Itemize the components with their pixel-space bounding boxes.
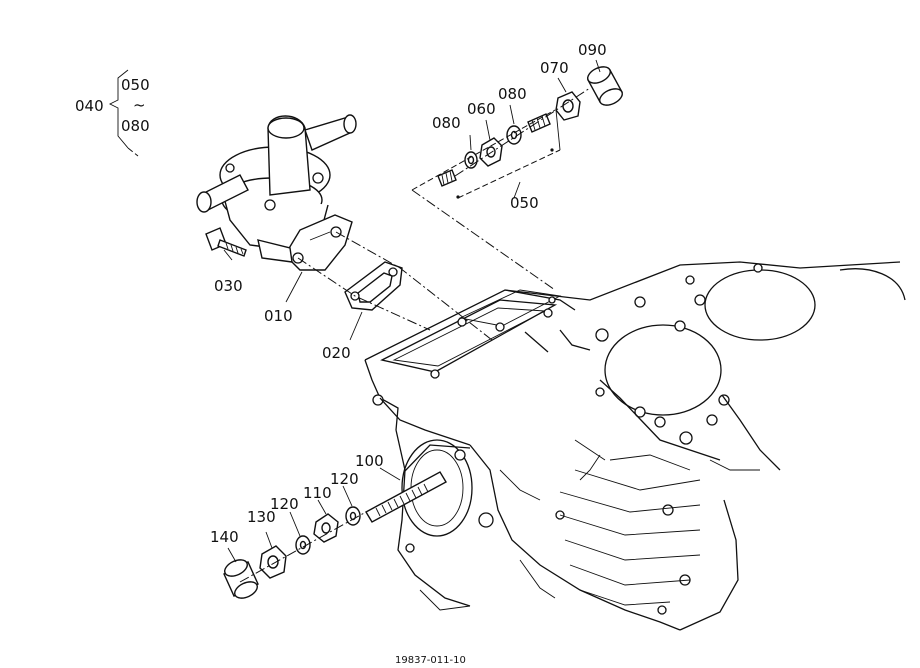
callout-020: 020: [322, 344, 351, 362]
washer-120-b: [345, 506, 361, 526]
callout-100: 100: [355, 452, 384, 470]
callout-060: 060: [467, 100, 496, 118]
callout-050: 050: [510, 194, 539, 212]
callout-080-top: 080: [121, 117, 150, 135]
fuel-pump-assembly: [196, 114, 357, 271]
callout-070: 070: [540, 59, 569, 77]
stud-080-left: [437, 169, 457, 187]
callout-050-top: 050: [121, 76, 150, 94]
bolt-030: [205, 227, 247, 257]
stud-100: [365, 471, 447, 523]
callout-090: 090: [578, 41, 607, 59]
callout-120-a: 120: [270, 495, 299, 513]
engine-block: [364, 261, 906, 631]
washer-080-b: [506, 125, 522, 145]
callout-140: 140: [210, 528, 239, 546]
nut-130: [259, 545, 287, 579]
callout-range-separator: ~: [133, 96, 146, 114]
callout-110: 110: [303, 484, 332, 502]
callout-080-b: 080: [498, 85, 527, 103]
callout-040: 040: [75, 97, 104, 115]
callout-010: 010: [264, 307, 293, 325]
cap-140: [223, 559, 259, 599]
callout-030: 030: [214, 277, 243, 295]
nut-110: [313, 513, 339, 543]
gasket-020: [344, 261, 403, 311]
callout-080-a: 080: [432, 114, 461, 132]
figure-reference-number: 19837-011-10: [395, 655, 466, 666]
washer-120-a: [295, 535, 311, 555]
nut-070: [555, 91, 581, 121]
callout-130: 130: [247, 508, 276, 526]
cap-090: [587, 66, 623, 106]
callout-120-b: 120: [330, 470, 359, 488]
leader-lines: [108, 59, 601, 583]
